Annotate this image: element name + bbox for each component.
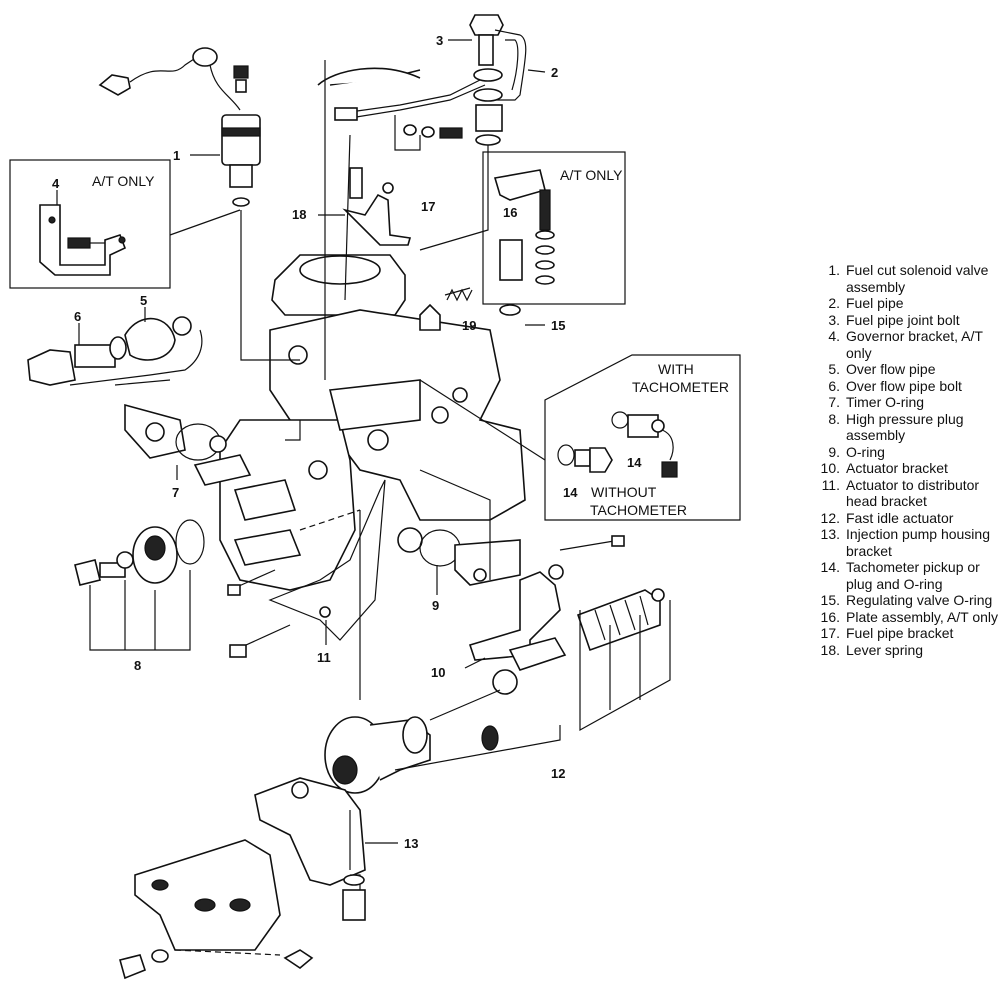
legend-number: 16.: [820, 608, 840, 625]
legend-number: 15.: [820, 592, 840, 608]
legend-item: 17. Fuel pipe bracket: [806, 625, 998, 642]
legend-number: 12.: [820, 509, 840, 526]
legend-number: 3.: [828, 311, 840, 328]
callout-6: 6: [74, 309, 81, 324]
legend-number: 11.: [821, 476, 840, 493]
legend-item: 3. Fuel pipe joint bolt: [806, 312, 998, 329]
legend-number: 14.: [820, 559, 840, 575]
legend-number: 10.: [820, 460, 840, 476]
legend-text: Timer O-ring: [846, 394, 925, 410]
fast-idle-actuator: [324, 535, 671, 794]
callout-11: 11: [317, 650, 331, 665]
legend-item: 16. Plate assembly, A/T only: [806, 609, 998, 626]
legend-item: 12. Fast idle actuator: [806, 510, 998, 527]
legend-item: 2. Fuel pipe: [806, 295, 998, 312]
callout-3: 3: [436, 33, 443, 48]
callout-5: 5: [140, 293, 147, 308]
callout-4: 4: [52, 176, 60, 191]
legend-text: O-ring: [846, 443, 885, 460]
callout-18: 18: [292, 207, 306, 222]
legend-number: 18.: [820, 641, 840, 658]
overflow-pipe-assembly: [27, 316, 302, 651]
legend-number: 4.: [828, 328, 840, 344]
legend-text: Actuator bracket: [846, 460, 948, 476]
legend-item: 4. Governor bracket, A/T only: [806, 328, 998, 361]
callout-7: 7: [172, 485, 179, 500]
without-tach-label-1: WITHOUT: [591, 484, 657, 500]
legend-text: Fast idle actuator: [846, 509, 954, 526]
legend-number: 13.: [820, 526, 840, 542]
at-only-right-box: [482, 151, 626, 305]
legend-text: Plate assembly, A/T only: [846, 608, 998, 625]
callout-15: 15: [551, 318, 565, 333]
at-only-left-box: [9, 159, 171, 289]
legend-number: 8.: [828, 410, 840, 427]
legend-text: Fuel pipe: [846, 295, 904, 311]
legend-number: 7.: [828, 394, 840, 410]
legend-text: High pressure plug assembly: [846, 410, 964, 444]
with-tach-label-2: TACHOMETER: [632, 379, 729, 395]
legend-item: 15. Regulating valve O-ring: [806, 592, 998, 609]
legend-number: 17.: [820, 625, 840, 641]
legend-item: 13. Injection pump housing bracket: [806, 526, 998, 559]
fuel-cut-solenoid: [98, 47, 261, 207]
legend-text: Governor bracket, A/T only: [846, 328, 983, 361]
actuator-distributor-bracket: [227, 479, 386, 658]
legend-item: 18. Lever spring: [806, 642, 998, 659]
legend-item: 1. Fuel cut solenoid valve assembly: [806, 262, 998, 295]
fuel-pipe-assembly: [317, 14, 527, 151]
legend-item: 8. High pressure plug assembly: [806, 411, 998, 444]
legend-text: Fuel pipe joint bolt: [846, 311, 960, 328]
legend-number: 9.: [828, 443, 840, 460]
legend-text: Fuel cut solenoid valve assembly: [846, 262, 989, 295]
callout-1: 1: [173, 148, 180, 163]
legend-text: Over flow pipe: [846, 361, 936, 377]
legend-text: Injection pump housing bracket: [846, 526, 990, 559]
legend-text: Lever spring: [846, 641, 924, 658]
parts-legend: 1. Fuel cut solenoid valve assembly 2. Fuel…: [806, 262, 998, 658]
callout-19: 19: [462, 318, 476, 333]
legend-text: Over flow pipe bolt: [846, 377, 962, 394]
callout-17: 17: [421, 199, 435, 214]
callout-14-without: 14: [563, 485, 578, 500]
legend-text: Fuel pipe bracket: [846, 625, 954, 641]
legend-number: 1.: [828, 262, 840, 278]
tachometer-box: [544, 354, 741, 521]
at-only-right-label: A/T ONLY: [560, 167, 623, 183]
exploded-diagram: 1 2 3 4 5 6 7 8 9 10 11 12 13 14 14 15 1…: [9, 14, 741, 980]
callout-12: 12: [551, 766, 565, 781]
callout-10: 10: [431, 665, 445, 680]
regulating-valve: [419, 239, 523, 331]
legend-item: 5. Over flow pipe: [806, 361, 998, 378]
legend-text: Tachometer pickup or plug and O-ring: [846, 559, 980, 592]
lever-bracket: [342, 167, 412, 246]
callout-2: 2: [551, 65, 558, 80]
legend-item: 6. Over flow pipe bolt: [806, 378, 998, 395]
with-tach-label-1: WITH: [658, 361, 694, 377]
legend-number: 2.: [828, 295, 840, 311]
callout-8: 8: [134, 658, 141, 673]
without-tach-label-2: TACHOMETER: [590, 502, 687, 518]
o-ring-9: [419, 529, 521, 586]
legend-item: 11. Actuator to distributor head bracket: [806, 477, 998, 510]
legend-item: 10. Actuator bracket: [806, 460, 998, 477]
leader-lines: [169, 60, 546, 870]
callout-14-with: 14: [627, 455, 642, 470]
callout-9: 9: [432, 598, 439, 613]
legend-text: Regulating valve O-ring: [846, 592, 993, 608]
legend-item: 9. O-ring: [806, 444, 998, 461]
legend-number: 5.: [828, 361, 840, 377]
callout-13: 13: [404, 836, 418, 851]
legend-item: 7. Timer O-ring: [806, 394, 998, 411]
callouts: 1 2 3 4 5 6 7 8 9 10 11 12 13 14 14 15 1…: [52, 33, 642, 851]
legend-number: 6.: [828, 377, 840, 394]
legend-item: 14. Tachometer pickup or plug and O-ring: [806, 559, 998, 592]
at-only-left-label: A/T ONLY: [92, 173, 155, 189]
legend-text: Actuator to distributor head bracket: [846, 476, 980, 510]
callout-16: 16: [503, 205, 517, 220]
pump-housing-bracket: [119, 777, 366, 980]
